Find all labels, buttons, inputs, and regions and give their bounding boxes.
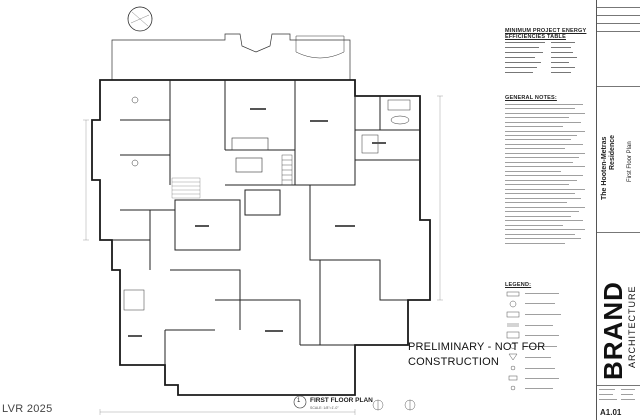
exterior-walls (91, 79, 431, 396)
sheet-number: A1.01 (600, 408, 622, 417)
energy-table-lines (505, 42, 577, 73)
room-label-mark (250, 108, 266, 110)
watermark: LVR 2025 (2, 403, 53, 415)
plan-title: FIRST FLOOR PLAN (310, 397, 373, 404)
general-notes-title: GENERAL NOTES: (505, 95, 557, 101)
project-name-line1: The Hooten-Metras (601, 136, 608, 200)
energy-table-title-2: EFFICIENCIES TABLE (505, 34, 566, 40)
legend-title: LEGEND: (505, 282, 532, 288)
floor-plan-drawing (83, 6, 443, 415)
north-arrows (372, 399, 416, 411)
kitchen-island (231, 137, 269, 151)
plan-number-circle (293, 395, 307, 409)
brand-logo: BRAND (598, 281, 628, 380)
energy-table-title-1: MINIMUM PROJECT ENERGY (505, 28, 587, 34)
dimension-lines (83, 95, 443, 415)
room-label-mark (265, 330, 283, 332)
revision-grid (597, 0, 640, 32)
room-label-mark (372, 142, 386, 144)
preliminary-line-1: PRELIMINARY - NOT FOR (408, 341, 546, 353)
fireplace-hatch (171, 177, 201, 199)
room-label-mark (335, 225, 355, 227)
interior-stair (281, 154, 293, 186)
plan-scale: SCALE: 1/8"=1'-0" (310, 406, 339, 410)
brand-subtitle: ARCHITECTURE (627, 285, 637, 368)
preliminary-line-2: CONSTRUCTION (408, 356, 500, 368)
plan-number: 1 (297, 398, 301, 404)
titleblock-fields (599, 389, 635, 400)
preliminary-notice: PRELIMINARY - NOT FOR CONSTRUCTION (408, 340, 594, 370)
sheet-title: First Floor Plan (627, 141, 633, 182)
notes-column: MINIMUM PROJECT ENERGY EFFICIENCIES TABL… (505, 28, 589, 408)
room-label-mark (195, 225, 209, 227)
title-block: The Hooten-Metras Residence First Floor … (596, 0, 640, 420)
legend-symbols (506, 291, 561, 391)
bath-fixtures (123, 96, 411, 311)
upper-patio (111, 33, 351, 81)
interior-walls (112, 80, 420, 365)
room-label-mark (310, 120, 328, 122)
project-name-line2: Residence (609, 134, 616, 170)
general-notes-lines (505, 104, 585, 244)
room-label-mark (128, 335, 142, 337)
